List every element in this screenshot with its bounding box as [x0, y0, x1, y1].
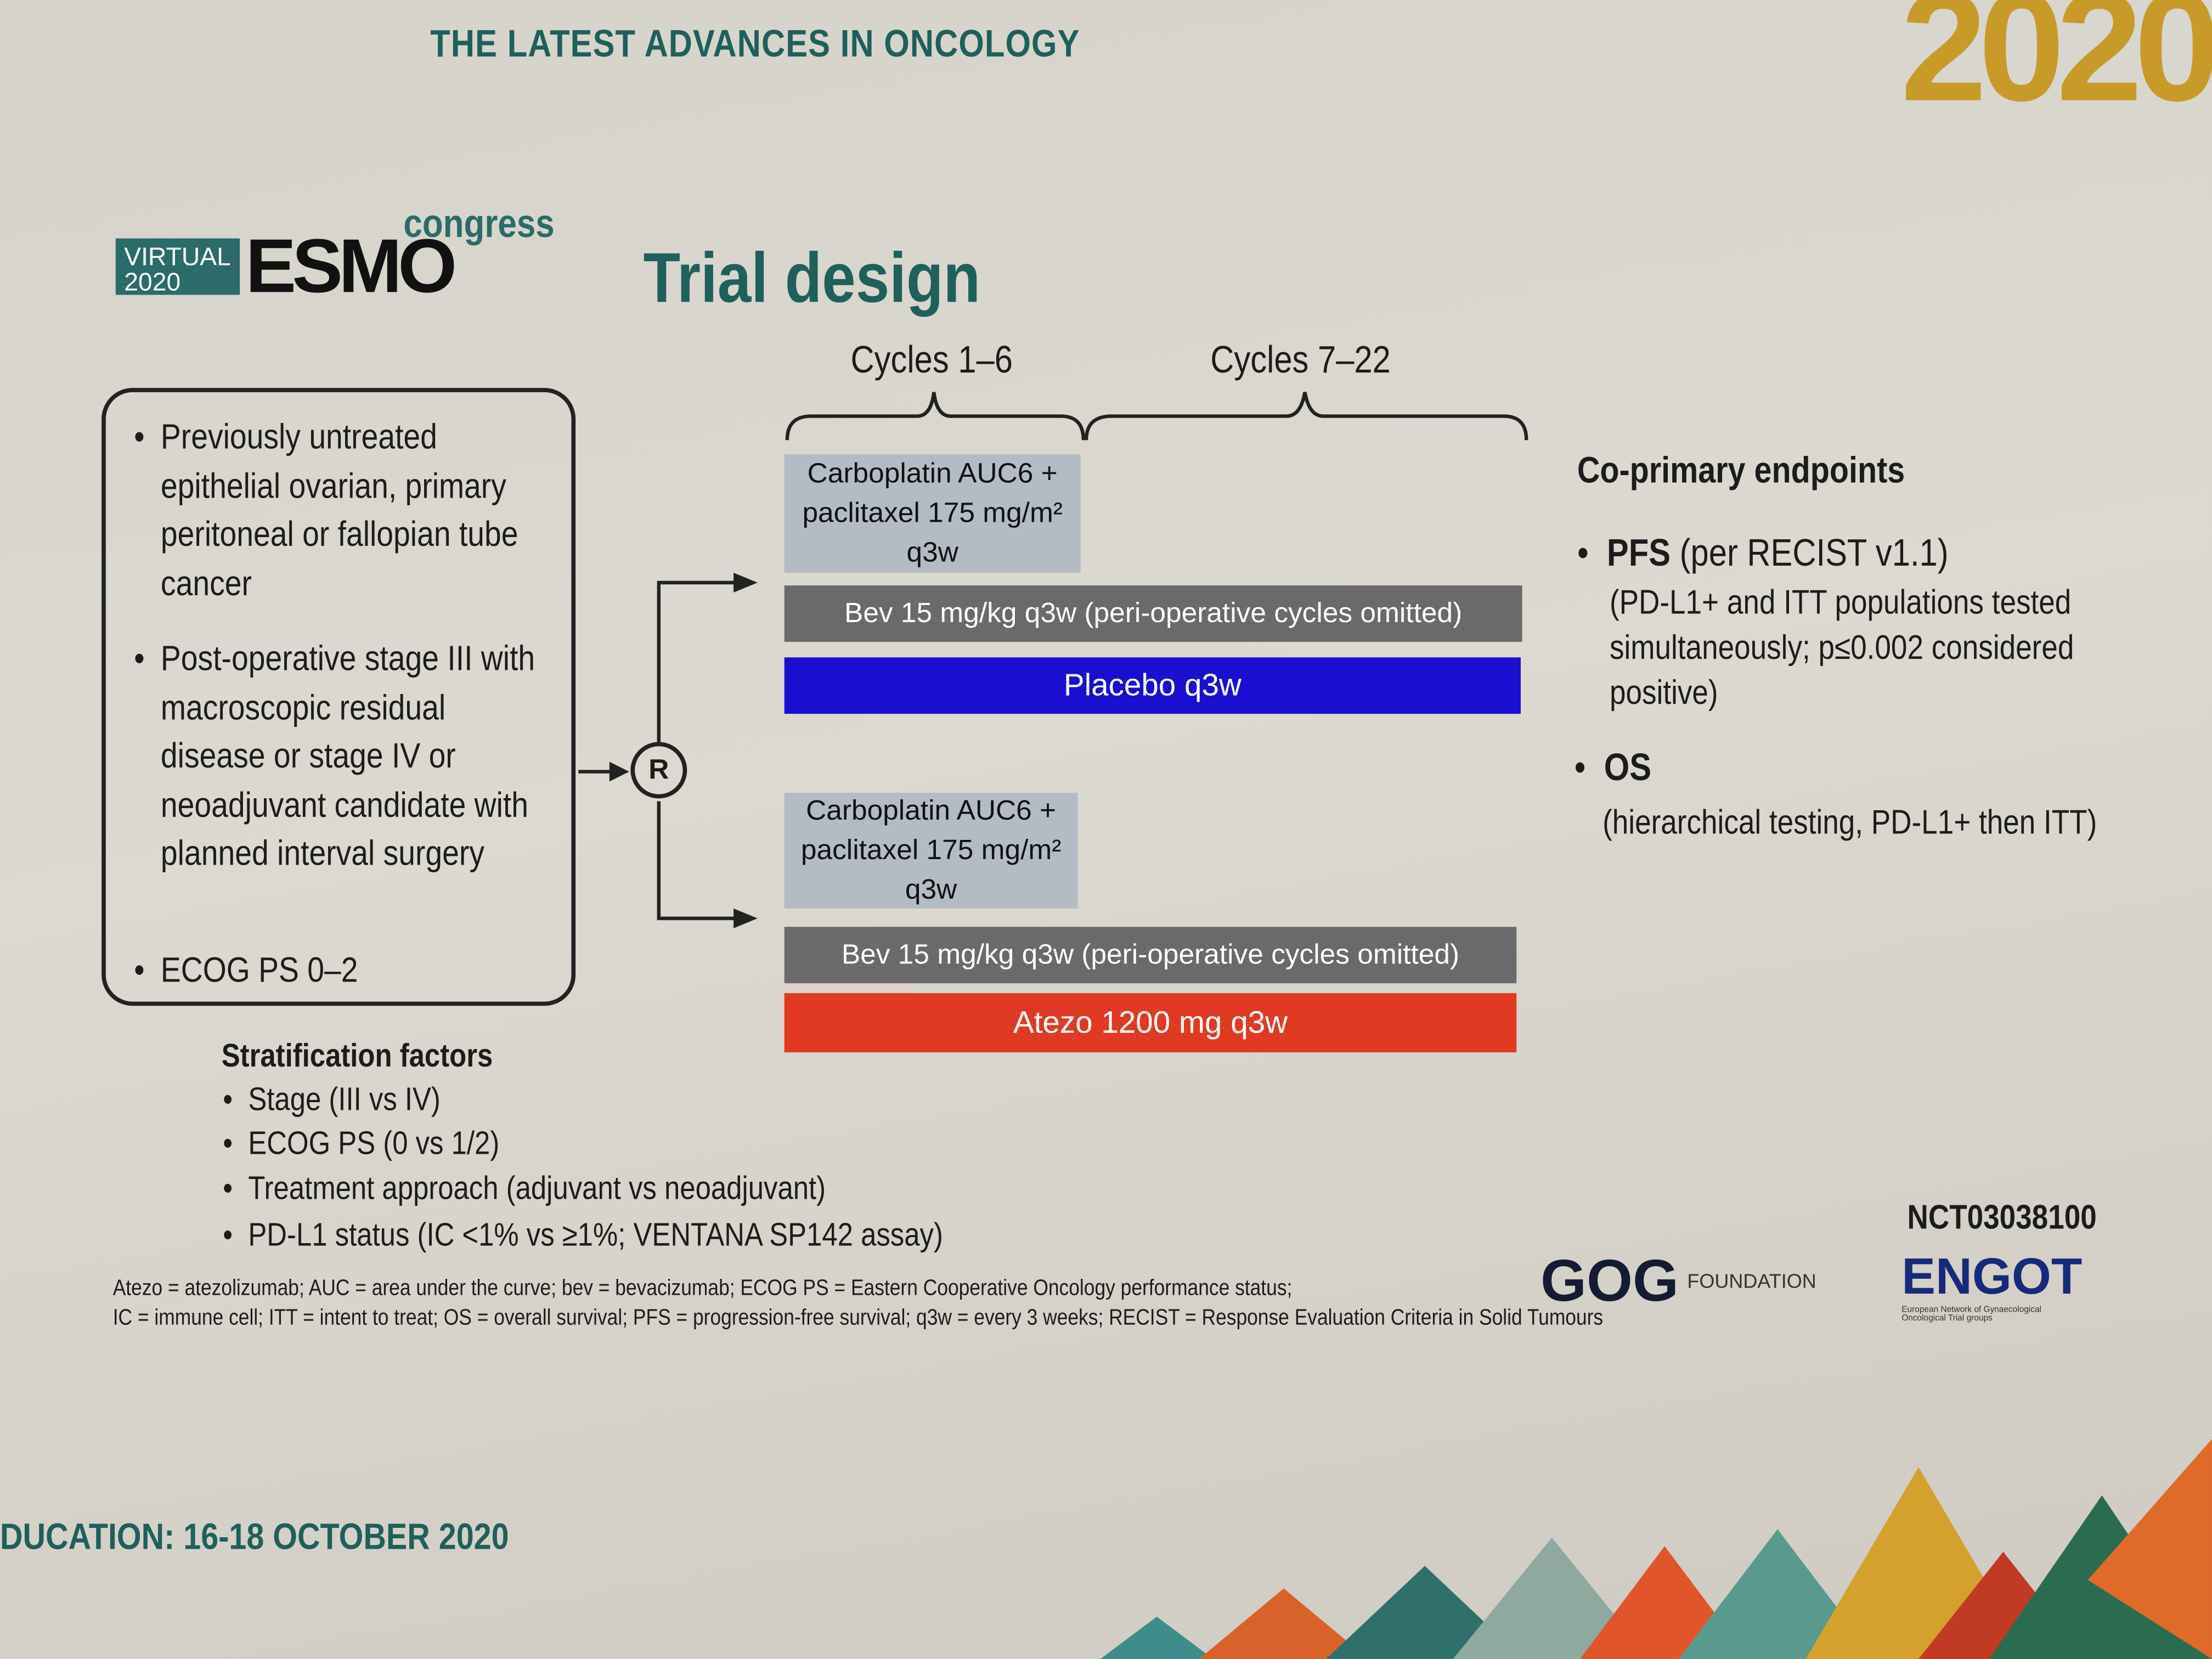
arm-connector: [657, 580, 737, 921]
cycles-1-6-label: Cycles 1–6: [850, 338, 1013, 381]
endpoints-title: Co-primary endpoints: [1577, 448, 1905, 491]
education-dates: DUCATION: 16-18 OCTOBER 2020: [0, 1515, 509, 1558]
brace-cycles-7-22: [1084, 392, 1528, 441]
eligibility-item: •Post-operative stage III with macroscop…: [134, 639, 535, 873]
strat-item: • ECOG PS (0 vs 1/2): [223, 1124, 500, 1161]
stratification-title: Stratification factors: [221, 1036, 493, 1074]
pfs-detail: (PD-L1+ and ITT populations tested simul…: [1609, 584, 2074, 713]
nct-number: NCT03038100: [1907, 1199, 2097, 1238]
arm1-placebo-bar: Placebo q3w: [784, 657, 1521, 714]
strat-item: • PD-L1 status (IC <1% vs ≥1%; VENTANA S…: [223, 1216, 943, 1253]
endpoint-pfs: • PFS (per RECIST v1.1): [1577, 532, 1949, 574]
cycles-7-22-label: Cycles 7–22: [1210, 338, 1391, 381]
footnote: Atezo = atezolizumab; AUC = area under t…: [112, 1277, 1604, 1330]
esmo-wordmark: ESMO: [245, 224, 457, 309]
arm2-atezo-bar: Atezo 1200 mg q3w: [784, 993, 1517, 1053]
brace-cycles-1-6: [785, 392, 1086, 441]
strat-item: • Treatment approach (adjuvant vs neoadj…: [223, 1169, 826, 1206]
eligibility-item: •ECOG PS 0–2: [134, 951, 358, 991]
eligibility-item: •Previously untreated epithelial ovarian…: [134, 417, 518, 603]
engot-logo: ENGOT European Network of Gynaecological…: [1901, 1247, 2083, 1323]
os-detail: (hierarchical testing, PD-L1+ then ITT): [1602, 804, 2097, 843]
decorative-triangles: [1100, 1438, 2212, 1659]
randomization-node: R: [630, 742, 687, 799]
arm2-bev-bar: Bev 15 mg/kg q3w (peri-operative cycles …: [784, 927, 1517, 984]
strat-item: • Stage (III vs IV): [223, 1080, 441, 1118]
eligibility-box: •Previously untreated epithelial ovarian…: [101, 388, 576, 1006]
arm2-chemo-box: Carboplatin AUC6 + paclitaxel 175 mg/m² …: [784, 793, 1078, 909]
arm1-bev-bar: Bev 15 mg/kg q3w (peri-operative cycles …: [784, 585, 1522, 642]
endpoint-os: • OS: [1574, 746, 1652, 789]
slide-title: Trial design: [643, 238, 981, 318]
year-graphic: 2020: [1900, 0, 2212, 134]
congress-word: congress: [403, 201, 555, 246]
gog-logo: GOG FOUNDATION: [1540, 1247, 1816, 1313]
arm1-chemo-box: Carboplatin AUC6 + paclitaxel 175 mg/m² …: [784, 454, 1081, 573]
conference-banner: THE LATEST ADVANCES IN ONCOLOGY: [430, 22, 1080, 65]
